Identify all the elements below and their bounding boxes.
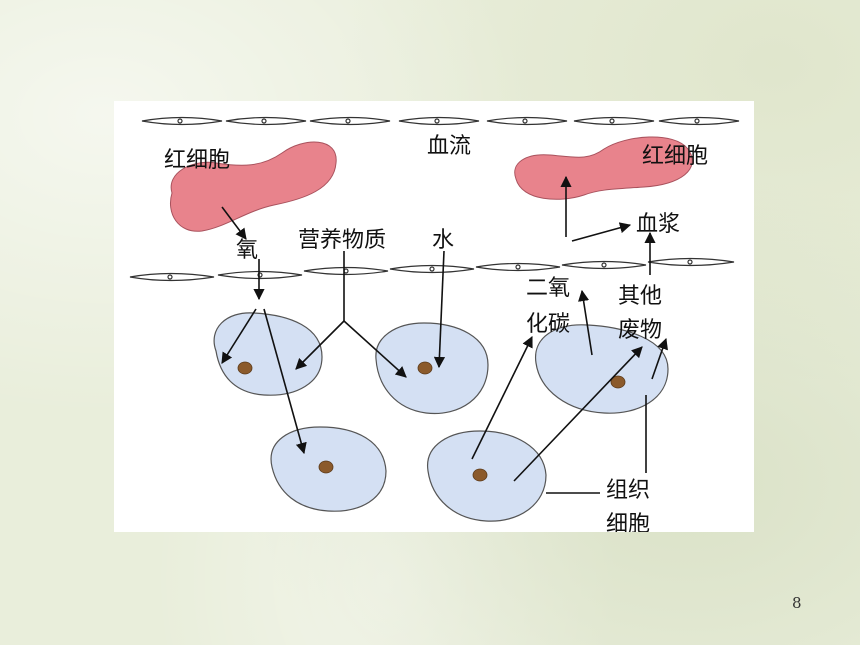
label-blood-flow: 血流 [427, 134, 471, 159]
exchange-arrows [221, 175, 668, 494]
label-waste-line1: 其他 [618, 284, 662, 309]
arrow-oxygen-to-cell1 [221, 308, 257, 364]
label-nutrients: 营养物质 [298, 228, 386, 253]
arrow-cell4-to-waste [513, 346, 643, 482]
label-waste-line2: 废物 [618, 318, 662, 343]
capillary-exchange-diagram: 红细胞 血流 红细胞 血浆 氧 营养物质 水 二氧 化碳 其他 废物 组织 细胞 [129, 116, 740, 532]
label-water: 水 [432, 228, 454, 253]
arrow-cell5-to-waste [651, 337, 668, 380]
capillary-wall-bottom [129, 257, 735, 282]
label-rbc-left: 红细胞 [164, 148, 230, 173]
nucleus-3 [318, 460, 334, 474]
arrow-nutrients-right [343, 320, 407, 378]
label-rbc-right: 红细胞 [642, 144, 708, 169]
arrow-to-plasma [571, 222, 632, 242]
label-plasma: 血浆 [636, 212, 680, 237]
arrow-water-down [433, 250, 446, 369]
nucleus-1 [237, 361, 253, 375]
nucleus-5 [610, 375, 626, 389]
arrow-nutrients-left [295, 320, 345, 370]
cell-nuclei [237, 361, 626, 482]
label-tissue-line2: 细胞 [606, 512, 650, 532]
arrow-cell4-to-co2 [471, 335, 533, 460]
tissue-cells [213, 312, 669, 522]
nucleus-2 [417, 361, 433, 375]
nucleus-4 [472, 468, 488, 482]
labels: 红细胞 血流 红细胞 血浆 氧 营养物质 水 二氧 化碳 其他 废物 组织 细胞 [164, 134, 708, 532]
label-co2-line1: 二氧 [526, 276, 570, 301]
label-tissue-line1: 组织 [606, 478, 650, 503]
arrow-co2-from-cell5 [578, 289, 593, 356]
red-blood-cell-right [514, 136, 693, 200]
label-oxygen: 氧 [236, 238, 258, 263]
arrow-rbc-to-oxygen [221, 206, 247, 240]
arrow-oxygen-to-cell3 [263, 308, 307, 455]
diagram-panel: 红细胞 血流 红细胞 血浆 氧 营养物质 水 二氧 化碳 其他 废物 组织 细胞 [114, 101, 754, 532]
page-number: 8 [792, 594, 802, 612]
red-blood-cell-left [170, 141, 337, 232]
capillary-wall-top [141, 116, 740, 126]
label-co2-line2: 化碳 [526, 312, 570, 337]
